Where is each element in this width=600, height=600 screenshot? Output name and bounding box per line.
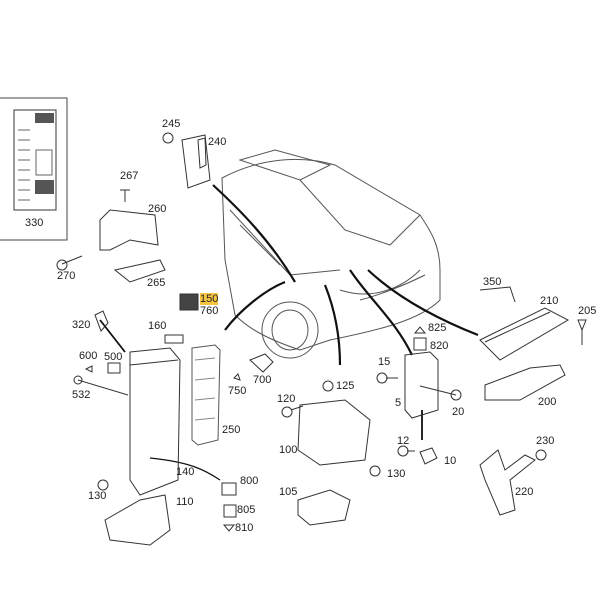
part-label-205: 205 <box>578 305 597 317</box>
fuse-chart-inset <box>0 97 68 241</box>
part-drawings <box>56 132 587 546</box>
part-label-150-highlighted[interactable]: 150 <box>200 293 219 305</box>
part-label-10: 10 <box>444 455 457 467</box>
part-label-250: 250 <box>222 424 241 436</box>
part-label-320: 320 <box>72 319 91 331</box>
part-label-140: 140 <box>176 466 195 478</box>
part-label-100: 100 <box>279 444 298 456</box>
part-label-270: 270 <box>57 270 76 282</box>
part-label-267: 267 <box>120 170 139 182</box>
part-label-125: 125 <box>336 380 355 392</box>
part-label-265: 265 <box>147 277 166 289</box>
part-label-245: 245 <box>162 118 181 130</box>
part-label-500: 500 <box>104 351 123 363</box>
part-label-350: 350 <box>483 276 502 288</box>
part-label-750: 750 <box>228 385 247 397</box>
part-label-5: 5 <box>395 397 402 409</box>
part-label-240: 240 <box>208 136 227 148</box>
part-label-600: 600 <box>79 350 98 362</box>
part-label-800: 800 <box>240 475 259 487</box>
part-label-230: 230 <box>536 435 555 447</box>
part-label-825: 825 <box>428 322 447 334</box>
part-label-15: 15 <box>378 356 391 368</box>
part-label-810: 810 <box>235 522 254 534</box>
part-label-110: 110 <box>176 496 194 508</box>
part-label-330: 330 <box>25 217 44 229</box>
part-label-700: 700 <box>253 374 272 386</box>
part-label-160: 160 <box>148 320 167 332</box>
part-label-805: 805 <box>237 504 256 516</box>
part-label-105: 105 <box>279 486 298 498</box>
part-label-760: 760 <box>200 305 219 317</box>
part-label-260: 260 <box>148 203 167 215</box>
part-label-12: 12 <box>397 435 410 447</box>
part-label-220: 220 <box>515 486 534 498</box>
part-label-130: 130 <box>88 490 107 502</box>
part-label-200: 200 <box>538 396 557 408</box>
part-label-210: 210 <box>540 295 559 307</box>
car-outline <box>221 149 441 359</box>
part-label-130-b: 130 <box>387 468 406 480</box>
part-label-820: 820 <box>430 340 449 352</box>
part-label-20: 20 <box>452 406 465 418</box>
part-label-532: 532 <box>72 389 91 401</box>
part-label-120: 120 <box>277 393 296 405</box>
